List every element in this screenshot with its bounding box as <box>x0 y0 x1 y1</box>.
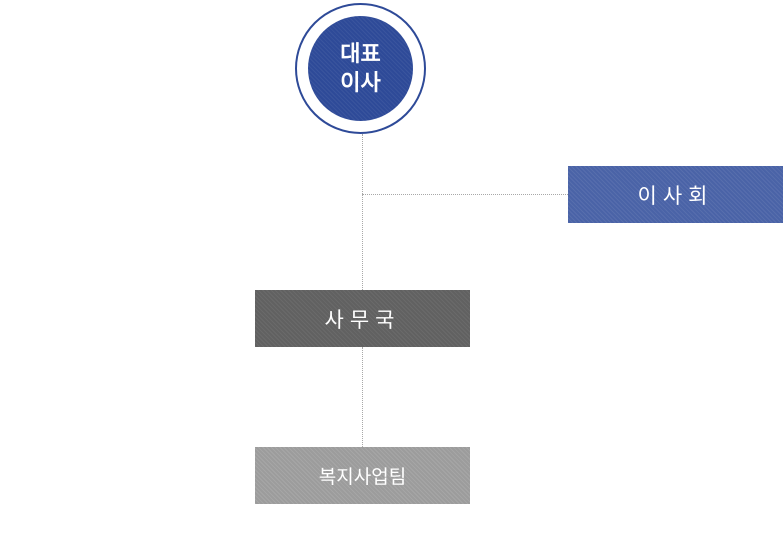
connector-to-board <box>362 194 568 195</box>
ceo-label-line1: 대표 <box>340 41 381 67</box>
ceo-node: 대표 이사 <box>295 3 426 134</box>
ceo-node-core: 대표 이사 <box>308 16 413 121</box>
office-node: 사무국 <box>255 290 470 347</box>
board-label: 이사회 <box>637 183 714 208</box>
welfare-team-node: 복지사업팀 <box>255 447 470 504</box>
board-node: 이사회 <box>568 166 783 223</box>
connector-office-to-welfare <box>362 347 363 447</box>
welfare-team-label: 복지사업팀 <box>318 466 407 488</box>
connector-ceo-to-office <box>362 134 363 290</box>
ceo-label-line2: 이사 <box>340 70 381 96</box>
office-label: 사무국 <box>324 307 401 332</box>
